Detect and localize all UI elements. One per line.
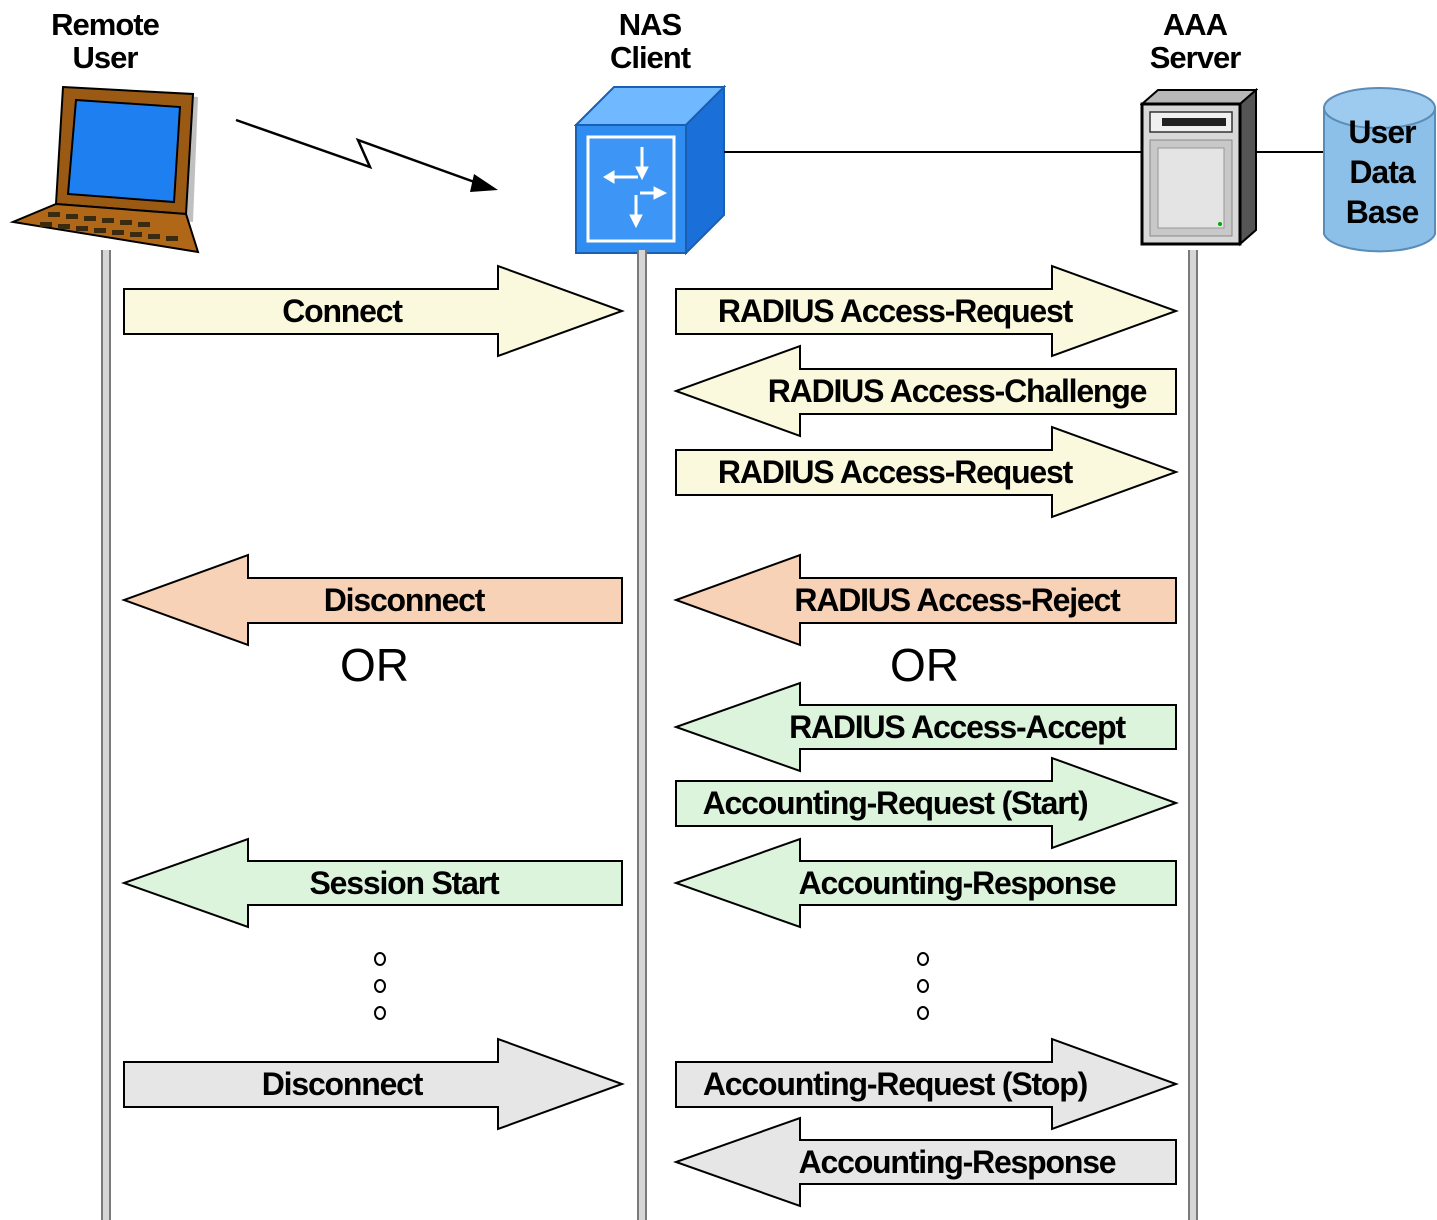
remote-user-label: Remote User <box>51 7 160 75</box>
database-icon <box>1322 86 1437 256</box>
accounting-start-label: Accounting-Request (Start) <box>702 784 1089 821</box>
or-left: OR <box>340 639 409 691</box>
arrow-shape <box>673 344 1177 438</box>
radius-accept-arrow: RADIUS Access-Accept <box>673 681 1177 773</box>
accounting-response-1-label: Accounting-Response <box>798 864 1117 901</box>
session-start-arrow: Session Start <box>121 837 623 929</box>
arrow-shape <box>673 1116 1177 1208</box>
arrow-shape <box>121 837 623 929</box>
session-start-label: Session Start <box>309 864 500 901</box>
disconnect-reject-label: Disconnect <box>323 581 486 618</box>
connect-arrow: Connect <box>123 264 625 358</box>
arrow-shape <box>673 553 1177 647</box>
radius-reject-arrow: RADIUS Access-Reject <box>673 553 1177 647</box>
accounting-response-1-arrow: Accounting-Response <box>673 837 1177 929</box>
arrow-shape <box>673 681 1177 773</box>
radius-reject-label: RADIUS Access-Reject <box>794 581 1120 618</box>
accounting-response-2-label: Accounting-Response <box>798 1143 1117 1180</box>
accounting-stop-label: Accounting-Request (Stop) <box>702 1065 1088 1102</box>
accounting-start-arrow: Accounting-Request (Start) <box>675 756 1179 850</box>
aaa-server-lifeline <box>1188 250 1198 1220</box>
radius-request-1-arrow: RADIUS Access-Request <box>675 264 1179 358</box>
dialup-link-icon <box>230 112 510 202</box>
arrow-shape <box>123 1037 625 1131</box>
disconnect-user-arrow: Disconnect <box>123 1037 625 1131</box>
database-label: User Data Base <box>1345 114 1420 230</box>
accounting-response-2-arrow: Accounting-Response <box>673 1116 1177 1208</box>
laptop-icon <box>8 82 208 257</box>
radius-challenge-label: RADIUS Access-Challenge <box>767 372 1148 409</box>
disconnect-user-label: Disconnect <box>261 1065 424 1102</box>
aaa-server-label: AAA Server <box>1149 7 1242 75</box>
nas-aaa-link <box>724 151 1144 153</box>
nas-client-lifeline <box>637 250 647 1220</box>
arrow-shape <box>675 1037 1179 1131</box>
ellipsis-left <box>374 952 394 1033</box>
arrow-shape <box>675 756 1179 850</box>
nas-router-icon <box>573 84 727 257</box>
radius-request-2-arrow: RADIUS Access-Request <box>675 425 1179 519</box>
or-right: OR <box>890 639 959 691</box>
ellipsis-right <box>917 952 937 1033</box>
arrow-shape <box>673 837 1177 929</box>
radius-challenge-arrow: RADIUS Access-Challenge <box>673 344 1177 438</box>
disconnect-reject-arrow: Disconnect <box>121 553 623 647</box>
connect-label: Connect <box>282 292 403 329</box>
accounting-stop-arrow: Accounting-Request (Stop) <box>675 1037 1179 1131</box>
arrow-shape <box>675 264 1179 358</box>
arrow-shape <box>675 425 1179 519</box>
remote-user-lifeline <box>101 250 111 1220</box>
arrow-shape <box>121 553 623 647</box>
radius-request-2-label: RADIUS Access-Request <box>717 453 1073 490</box>
aaa-db-link <box>1254 151 1326 153</box>
server-icon <box>1139 87 1259 248</box>
radius-request-1-label: RADIUS Access-Request <box>717 292 1073 329</box>
nas-client-label: NAS Client <box>609 7 691 75</box>
arrow-shape <box>123 264 625 358</box>
radius-accept-label: RADIUS Access-Accept <box>789 708 1126 745</box>
